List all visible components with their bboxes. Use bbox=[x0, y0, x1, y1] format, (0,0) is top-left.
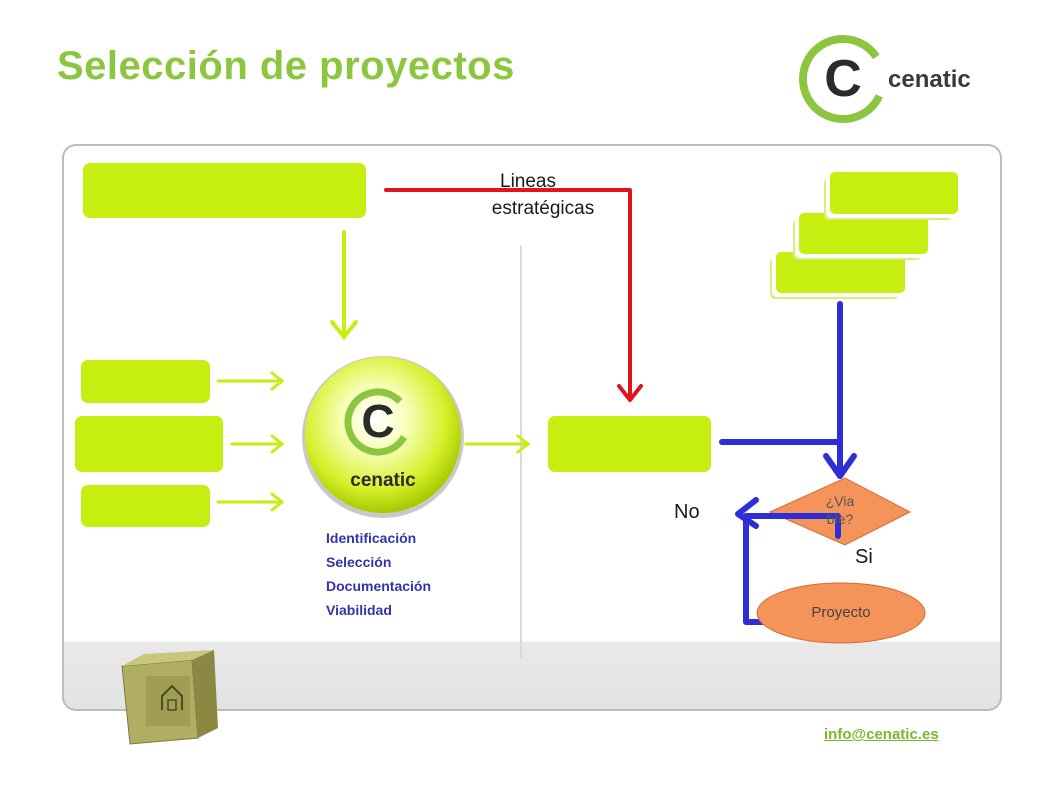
decision-text-line2: ble? bbox=[826, 511, 854, 527]
step-item: Selección bbox=[326, 554, 392, 570]
contact-email-link[interactable]: info@cenatic.es bbox=[824, 726, 939, 743]
cenatic-c-icon: C bbox=[799, 35, 887, 123]
process-steps-list: Identificación Selección Documentación V… bbox=[326, 526, 431, 622]
proyecto-ellipse bbox=[756, 582, 926, 644]
stack-box-front bbox=[830, 172, 958, 214]
stack-box-back bbox=[776, 252, 905, 293]
proyecto-label: Proyecto bbox=[811, 604, 871, 621]
decision-text-line1: ¿Via bbox=[825, 493, 855, 509]
logo-text: cenatic bbox=[888, 66, 971, 93]
no-label: No bbox=[674, 501, 700, 523]
top-left-box bbox=[83, 163, 366, 218]
red-strategic-arrow bbox=[384, 188, 643, 402]
panel-divider bbox=[520, 246, 522, 658]
input-box-2 bbox=[75, 416, 223, 472]
red-arrow-label-line1: Lineas bbox=[500, 171, 556, 192]
lime-down-arrow bbox=[330, 230, 358, 341]
cenatic-logo: C bbox=[798, 34, 888, 124]
stack-box-middle bbox=[799, 213, 928, 254]
decision-diamond bbox=[768, 477, 912, 546]
center-output-box bbox=[548, 416, 711, 472]
blue-down-arrow bbox=[823, 301, 857, 479]
step-item: Identificación bbox=[326, 530, 417, 546]
lime-right-arrow-3 bbox=[216, 492, 285, 512]
svg-text:C: C bbox=[824, 50, 862, 108]
blue-no-arrow bbox=[735, 497, 841, 625]
input-box-1 bbox=[81, 360, 210, 403]
lime-right-arrow-2 bbox=[230, 434, 285, 454]
lime-right-arrow-center bbox=[464, 434, 531, 454]
home-box-icon bbox=[121, 650, 218, 745]
page-title: Selección de proyectos bbox=[57, 44, 515, 88]
center-cenatic-badge-icon bbox=[302, 356, 464, 518]
lime-right-arrow-1 bbox=[216, 371, 285, 391]
center-logo-letter: C bbox=[361, 395, 395, 447]
input-box-3 bbox=[81, 485, 210, 527]
center-logo-text: cenatic bbox=[350, 470, 416, 491]
step-item: Documentación bbox=[326, 578, 432, 594]
yes-label: Si bbox=[855, 546, 873, 568]
step-item: Viabilidad bbox=[326, 602, 392, 618]
red-arrow-label-line2: estratégicas bbox=[491, 198, 595, 219]
